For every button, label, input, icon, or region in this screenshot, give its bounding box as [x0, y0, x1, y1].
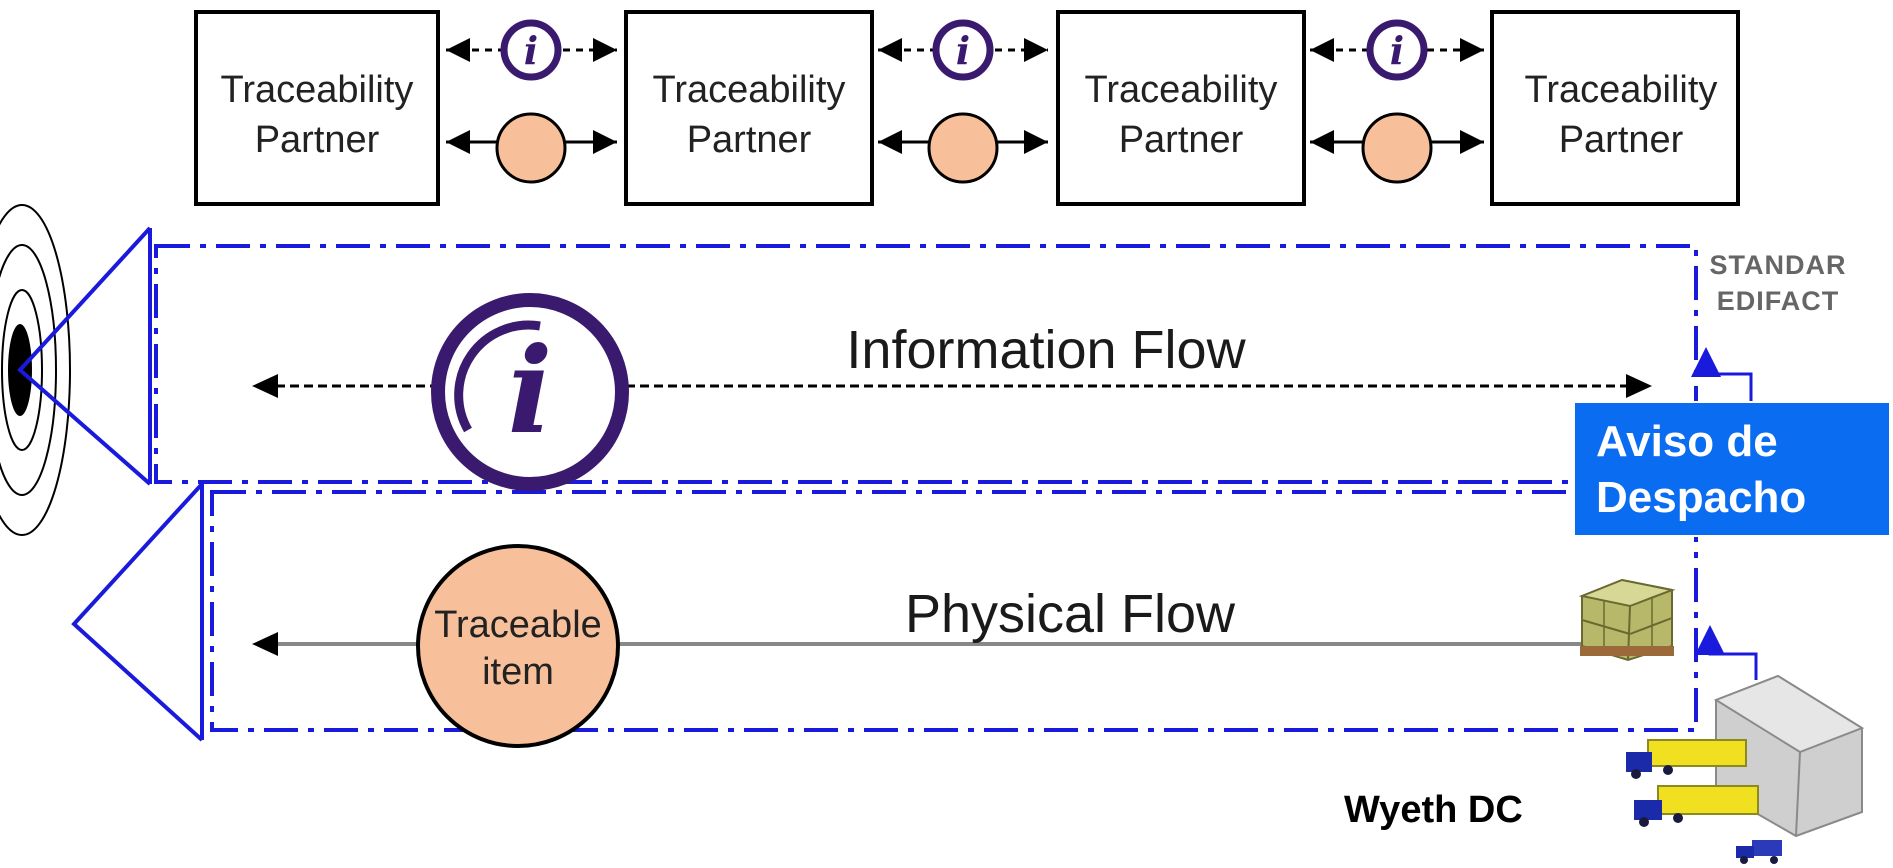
- viewpoint-target-icon: [0, 204, 71, 536]
- partner-4-line2: Partner: [1559, 119, 1684, 161]
- physical-flow-band: [210, 490, 1698, 732]
- traceable-item-circle: Traceable item: [416, 544, 620, 748]
- pallet-icon: [1578, 578, 1676, 662]
- aviso-line1: Aviso de: [1596, 417, 1778, 466]
- information-flow-label: Information Flow: [846, 320, 1246, 380]
- small-info-icon: i: [1366, 19, 1428, 81]
- warehouse-to-aviso-arrow: [1695, 625, 1758, 680]
- partner-box-2: Traceability Partner: [624, 10, 874, 206]
- traceable-item-line1: Traceable: [434, 604, 602, 646]
- small-info-icon: i: [500, 19, 562, 81]
- partner-2-line1: Traceability: [653, 69, 846, 111]
- partner-box-4: Traceability Partner: [1490, 10, 1740, 206]
- svg-text:i: i: [524, 28, 538, 73]
- aviso-despacho-box: Aviso de Despacho: [1573, 401, 1891, 537]
- svg-text:i: i: [1390, 28, 1404, 73]
- partner-1-line2: Partner: [255, 119, 380, 161]
- connector-3: i: [1310, 19, 1484, 184]
- partner-1-line1: Traceability: [221, 69, 414, 111]
- svg-text:i: i: [956, 28, 970, 73]
- small-item-circle: [927, 112, 999, 184]
- partner-2-line2: Partner: [687, 119, 812, 161]
- partner-3-line2: Partner: [1119, 119, 1244, 161]
- aviso-to-standard-arrow: [1691, 347, 1753, 402]
- svg-text:i: i: [508, 321, 553, 460]
- warehouse-label: Wyeth DC: [1344, 789, 1523, 831]
- large-info-icon: i: [431, 293, 629, 491]
- standard-line2: EDIFACT: [1717, 286, 1840, 316]
- partner-box-3: Traceability Partner: [1056, 10, 1306, 206]
- partner-3-line1: Traceability: [1085, 69, 1278, 111]
- information-view-cone: [17, 226, 152, 486]
- small-info-icon: i: [932, 19, 994, 81]
- partner-box-1: Traceability Partner: [194, 10, 440, 206]
- standard-line1: STANDAR: [1710, 250, 1847, 280]
- partner-4-line1: Traceability: [1525, 69, 1718, 111]
- physical-view-cone: [71, 482, 204, 742]
- aviso-line2: Despacho: [1596, 473, 1806, 522]
- information-flow-band: [154, 244, 1698, 484]
- connector-1: i: [446, 19, 617, 184]
- physical-flow-label: Physical Flow: [905, 584, 1236, 644]
- connector-2: i: [878, 19, 1048, 184]
- traceable-item-line2: item: [482, 651, 554, 693]
- small-item-circle: [495, 112, 567, 184]
- warehouse-icon: [1626, 674, 1865, 864]
- small-item-circle: [1361, 112, 1433, 184]
